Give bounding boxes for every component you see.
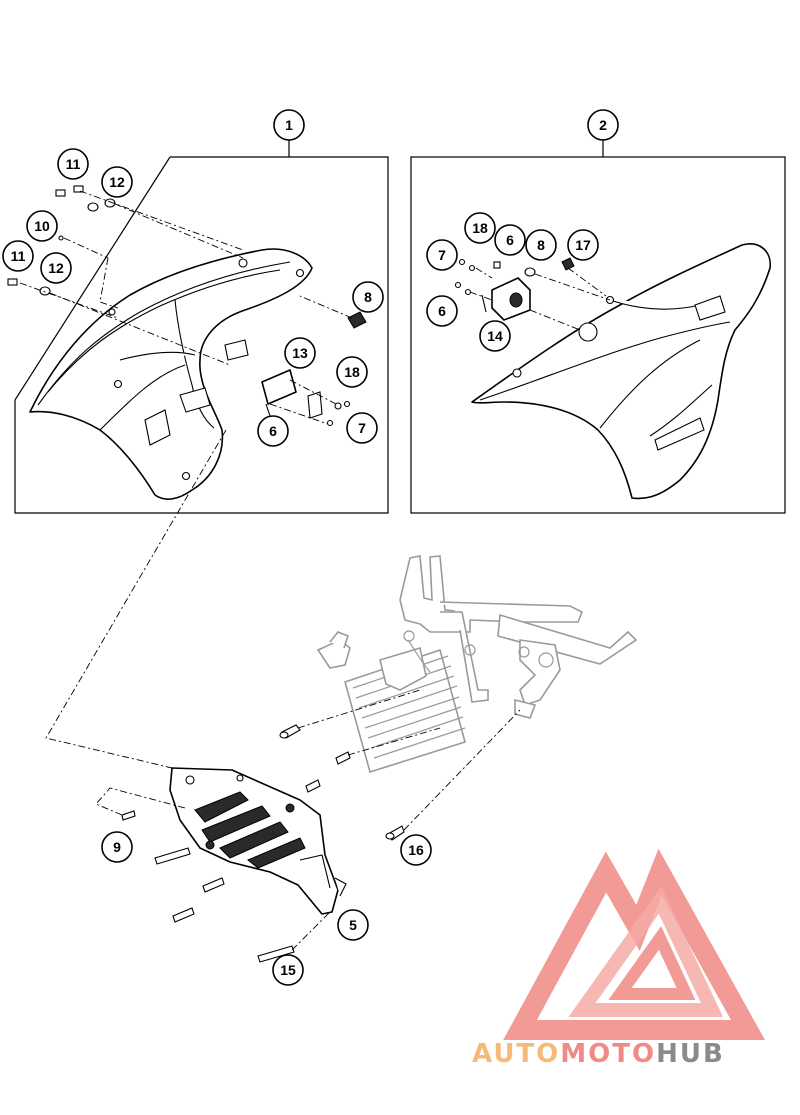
callout-9: 9 [101, 831, 133, 863]
svg-text:7: 7 [438, 247, 446, 263]
svg-text:12: 12 [48, 260, 64, 276]
callout-13: 13 [284, 337, 316, 369]
svg-text:8: 8 [364, 289, 372, 305]
frame-radiator-ghost [316, 555, 638, 774]
leaders-lower [45, 429, 521, 951]
fasteners-left [7, 185, 367, 427]
svg-text:9: 9 [113, 839, 121, 855]
callout-7b: 7 [426, 239, 458, 271]
callout-6c: 6 [426, 295, 458, 327]
svg-text:1: 1 [285, 117, 293, 133]
svg-text:6: 6 [269, 423, 277, 439]
assembly-frames [14, 140, 786, 514]
callout-15: 15 [272, 954, 304, 986]
rubber-damper-14 [481, 277, 531, 321]
svg-text:10: 10 [34, 218, 50, 234]
callout-8b: 8 [525, 229, 557, 261]
svg-text:5: 5 [349, 917, 357, 933]
lower-shroud-5 [169, 767, 347, 915]
callout-18b: 18 [464, 212, 496, 244]
callout-6a: 6 [257, 415, 289, 447]
callout-12b: 12 [40, 252, 72, 284]
side-fairing-left [29, 248, 313, 500]
svg-text:7: 7 [358, 420, 366, 436]
svg-text:2: 2 [599, 117, 607, 133]
svg-text:8: 8 [537, 237, 545, 253]
svg-text:18: 18 [344, 364, 360, 380]
callout-8a: 8 [352, 281, 384, 313]
callout-11a: 11 [57, 148, 89, 180]
callout-11b: 11 [2, 240, 34, 272]
leaders-left [19, 190, 353, 425]
svg-text:6: 6 [438, 303, 446, 319]
callout-12a: 12 [101, 166, 133, 198]
svg-text:13: 13 [292, 345, 308, 361]
leaders-right [469, 267, 611, 331]
svg-text:16: 16 [408, 842, 424, 858]
svg-text:11: 11 [11, 248, 26, 264]
svg-text:17: 17 [575, 237, 591, 253]
callout-2: 2 [587, 109, 619, 141]
watermark-hub: HUB [656, 1039, 725, 1069]
callout-16: 16 [400, 834, 432, 866]
callout-5: 5 [337, 909, 369, 941]
callout-7a: 7 [346, 412, 378, 444]
watermark-logo-icon [503, 848, 766, 1040]
callout-17: 17 [567, 229, 599, 261]
svg-text:6: 6 [506, 232, 514, 248]
svg-text:12: 12 [109, 174, 125, 190]
watermark-moto: MOTO [560, 1039, 656, 1069]
callout-6b: 6 [494, 224, 526, 256]
pins-and-bolts [121, 724, 405, 963]
side-fairing-right [471, 243, 771, 500]
bracket-13 [261, 369, 297, 417]
svg-text:15: 15 [280, 962, 296, 978]
callout-10: 10 [26, 210, 58, 242]
watermark-text: AUTOMOTOHUB [472, 1039, 725, 1069]
watermark-auto: AUTO [472, 1039, 560, 1069]
svg-text:14: 14 [487, 328, 503, 344]
svg-text:18: 18 [472, 220, 488, 236]
clip-18-left [307, 391, 323, 419]
svg-text:11: 11 [66, 156, 81, 172]
fasteners-right [454, 257, 575, 296]
callout-18a: 18 [336, 356, 368, 388]
callout-1: 1 [273, 109, 305, 141]
callout-14: 14 [479, 320, 511, 352]
